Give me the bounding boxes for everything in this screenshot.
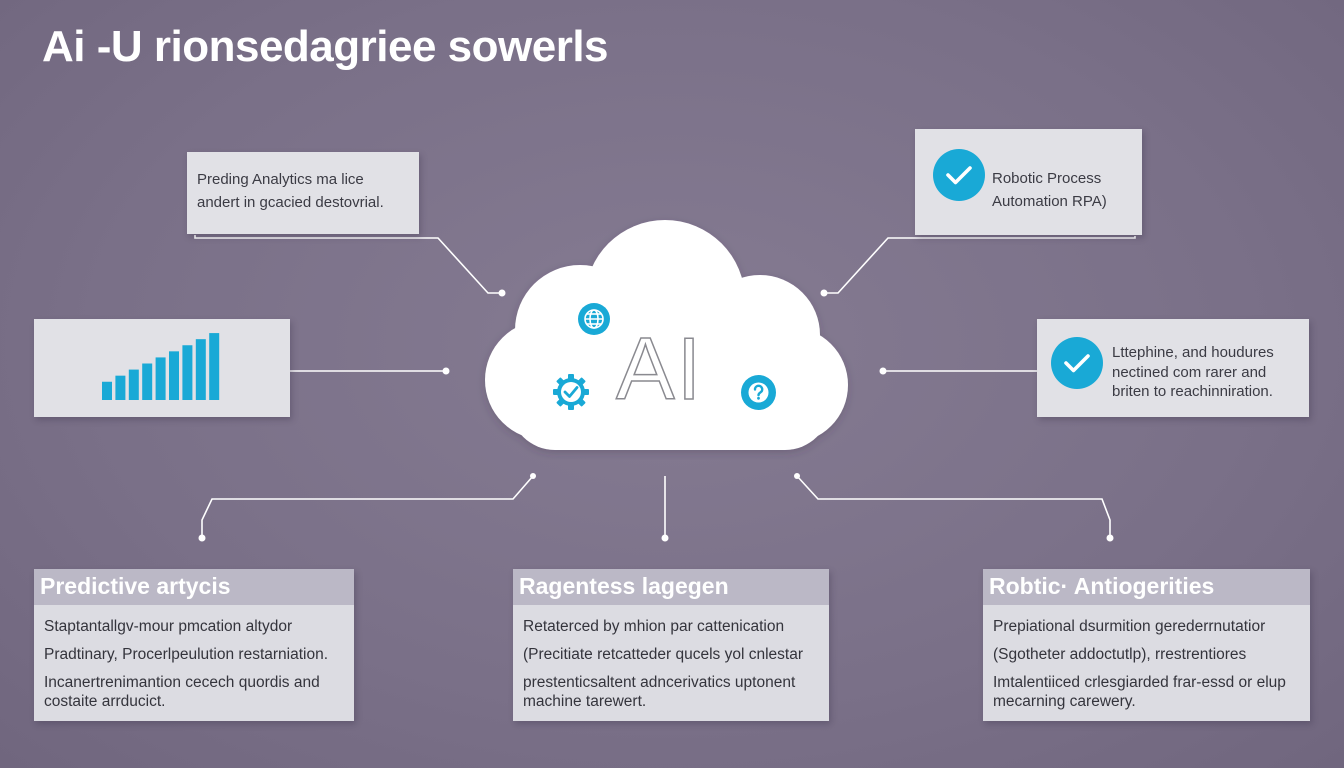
panel-line: Prepiational dsurmition gerederrnutatior: [993, 618, 1266, 635]
card-line: Automation RPA): [992, 192, 1107, 210]
ai-cloud: [485, 220, 848, 450]
panel-line: costaite arrducict.: [44, 693, 166, 710]
bar-5: [155, 357, 166, 400]
globe-icon: [578, 303, 610, 335]
panel-title: Predictive artycis: [34, 569, 354, 605]
card-line: briten to reachinniration.: [1112, 383, 1273, 400]
card-rpa: Robotic Process Automation RPA): [915, 129, 1142, 235]
check-icon: [933, 149, 985, 201]
panel-line: Incanertrenimantion cecech quordis and: [44, 674, 320, 691]
gear-check-icon: [551, 372, 591, 412]
page-title: Ai -U rionsedagriee sowerls: [42, 22, 609, 71]
bar-chart: [102, 333, 220, 400]
panel-line: mecarning carewery.: [993, 693, 1136, 710]
panel-regenerative: Ragentess lagegen Retaterced by mhion pa…: [513, 569, 829, 721]
panel-line: Staptantallgv-mour pmcation altydor: [44, 618, 293, 635]
card-machine-learning: Lttephine, and houdures nectined com rar…: [1037, 319, 1309, 417]
panel-title: Robtic· Antiogerities: [983, 569, 1310, 605]
cloud-label: AI: [615, 318, 704, 419]
bar-8: [195, 339, 206, 400]
card-predictive-analytics: Preding Analytics ma lice andert in gcac…: [187, 152, 419, 234]
card-line: andert in gcacied destovrial.: [197, 193, 384, 211]
panel-line: Pradtinary, Procerlpeulution restarniati…: [44, 646, 329, 663]
question-icon: [741, 375, 776, 410]
bar-1: [102, 381, 112, 400]
bar-7: [182, 345, 193, 400]
card-line: nectined com rarer and: [1112, 363, 1267, 381]
bar-9: [209, 333, 220, 400]
panel-line: prestenticsaltent adncerivatics uptonent: [523, 674, 796, 691]
panel-title: Ragentess lagegen: [513, 569, 829, 605]
panel-line: machine tarewert.: [523, 693, 647, 710]
bar-3: [128, 369, 139, 400]
connector-top-left: [194, 235, 502, 294]
connector-top-right: [824, 236, 1136, 294]
panel-robotic: Robtic· Antiogerities Prepiational dsurm…: [983, 569, 1310, 721]
panel-line: (Sgotheter addoctutlp), rrestrentiores: [993, 646, 1247, 663]
bar-4: [142, 363, 153, 400]
panel-predictive: Predictive artycis Staptantallgv-mour pm…: [34, 569, 354, 721]
connector-bottom-left: [201, 475, 534, 538]
panel-line: (Precitiate retcatteder qucels yol cnles…: [523, 646, 803, 663]
panel-line: Imtalentiiced crlesgiarded frar-essd or …: [993, 674, 1286, 691]
bar-2: [115, 375, 126, 400]
card-line: Robotic Process: [992, 170, 1102, 187]
check-icon: [1051, 337, 1103, 389]
card-bar-chart: [34, 319, 290, 417]
card-line: Preding Analytics ma lice: [197, 171, 364, 188]
bar-6: [169, 351, 179, 400]
panel-line: Retaterced by mhion par cattenication: [523, 618, 785, 635]
connector-bottom-right: [796, 475, 1111, 538]
card-line: Lttephine, and houdures: [1112, 344, 1274, 361]
